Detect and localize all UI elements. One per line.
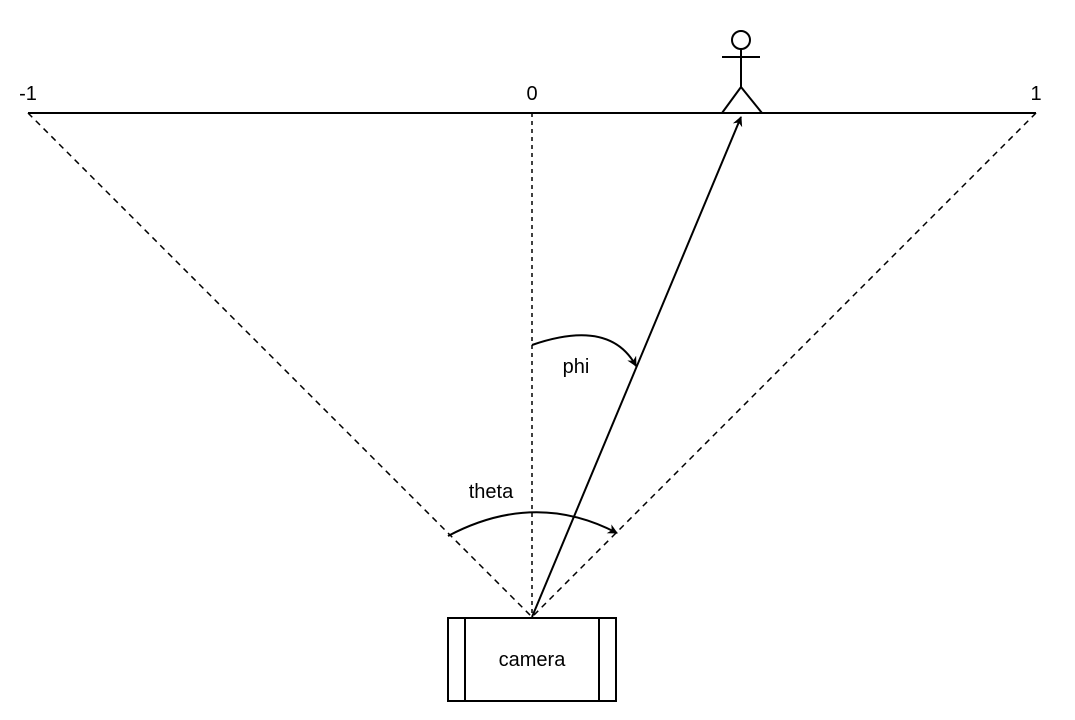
axis-label-left: -1 [19,83,37,105]
person-icon [721,30,763,114]
fov-left-edge [27,112,533,618]
axis-label-center: 0 [526,83,537,105]
camera-label: camera [499,649,567,671]
axis-label-right: 1 [1030,83,1041,105]
theta-label: theta [469,481,514,503]
fov-right-edge [531,112,1037,618]
phi-arc [531,334,637,367]
phi-label: phi [563,356,590,378]
camera-box: camera [447,617,617,702]
direction-ray [531,116,743,618]
theta-arc [447,511,618,537]
